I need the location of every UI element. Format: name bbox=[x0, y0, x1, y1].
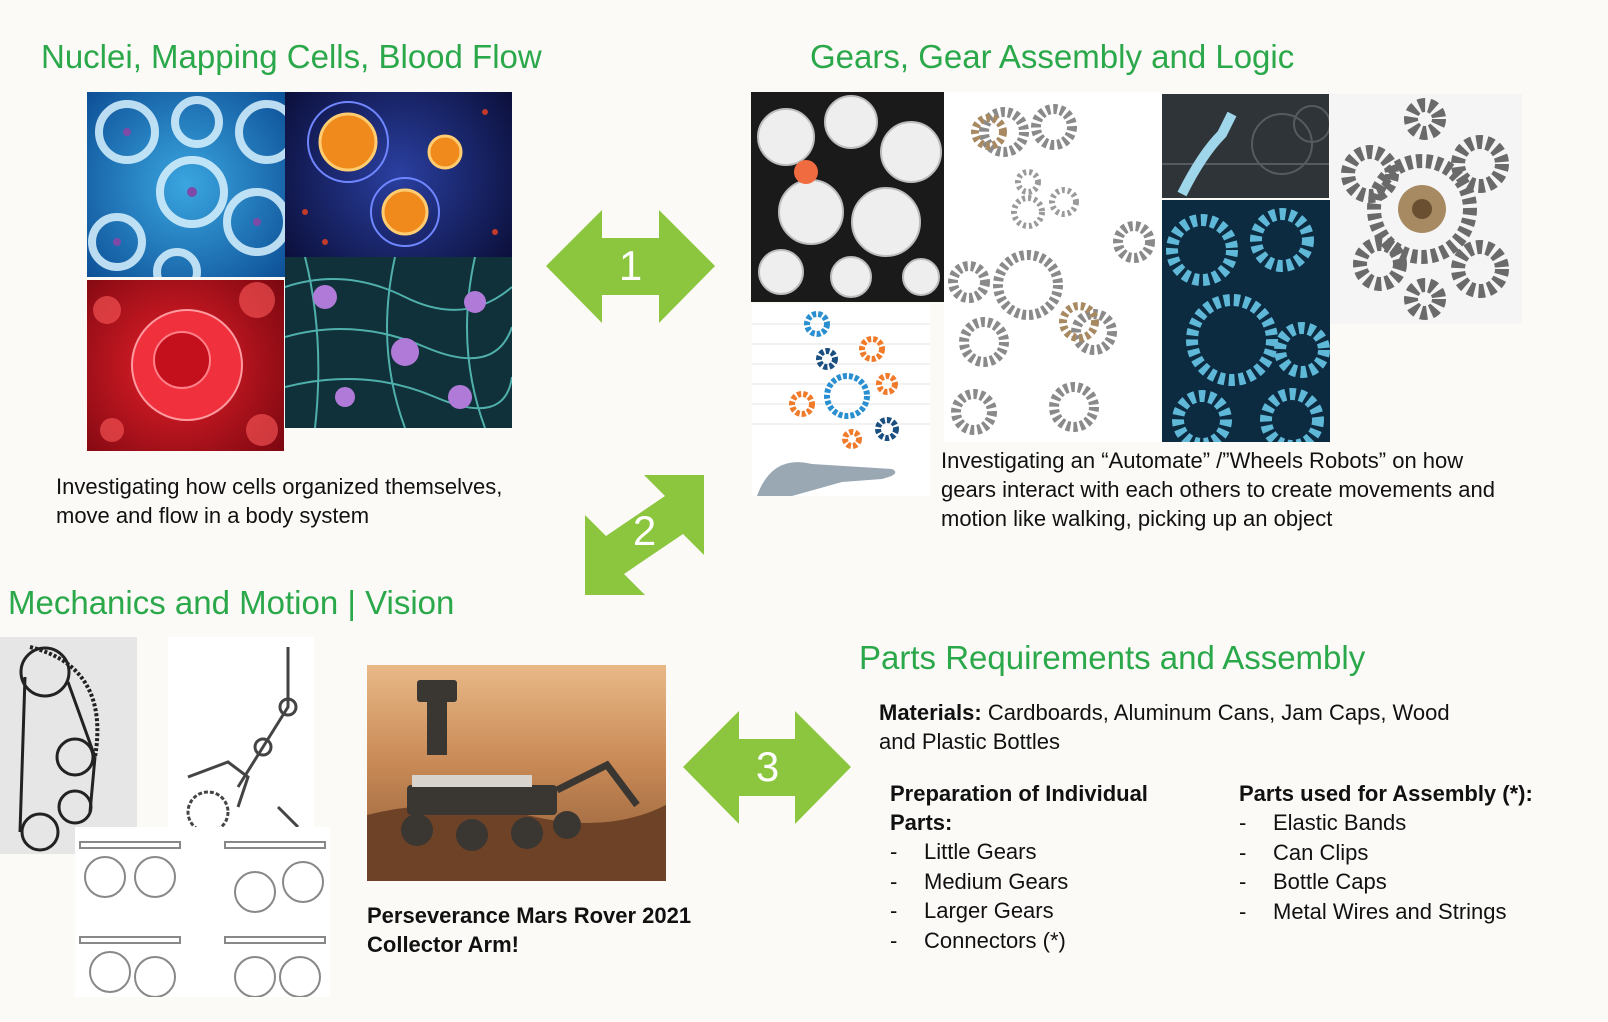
blue-gears-image bbox=[1162, 200, 1330, 442]
steampunk-gears-image bbox=[1330, 94, 1522, 324]
list-item-label: Little Gears bbox=[924, 839, 1037, 864]
mechanics-title: Mechanics and Motion | Vision bbox=[8, 584, 455, 621]
gears-description-line: Investigating an “Automate” /”Wheels Rob… bbox=[941, 448, 1464, 473]
red-cells-image bbox=[87, 280, 284, 451]
rover-caption-line: Collector Arm! bbox=[367, 932, 519, 957]
gears-title: Gears, Gear Assembly and Logic bbox=[810, 38, 1295, 75]
robot-hand-image bbox=[1162, 94, 1329, 198]
list-item: -Medium Gears bbox=[890, 868, 1069, 894]
assembly-heading: Parts used for Assembly (*): bbox=[1239, 781, 1533, 806]
arrow-number: 2 bbox=[632, 507, 657, 554]
double-arrow-1: 1 bbox=[546, 210, 715, 323]
arm-sketch-image bbox=[168, 637, 314, 837]
preparation-section: Preparation of Individual Parts: -Little… bbox=[890, 779, 1210, 955]
rover-caption-line: Perseverance Mars Rover 2021 bbox=[367, 903, 692, 928]
list-item-label: Larger Gears bbox=[924, 898, 1054, 923]
preparation-heading-line: Preparation of Individual bbox=[890, 781, 1148, 806]
assembly-section: Parts used for Assembly (*): -Elastic Ba… bbox=[1239, 779, 1599, 926]
list-item-label: Medium Gears bbox=[924, 868, 1069, 894]
list-item: -Elastic Bands bbox=[1239, 810, 1407, 835]
parts-title: Parts Requirements and Assembly bbox=[859, 639, 1366, 676]
materials-line-2: and Plastic Bottles bbox=[879, 729, 1060, 754]
list-item-label: Metal Wires and Strings bbox=[1273, 898, 1507, 924]
materials-line: Materials: Cardboards, Aluminum Cans, Ja… bbox=[879, 698, 1579, 727]
list-item: -Bottle Caps bbox=[1239, 869, 1387, 894]
gears-description-line: gears interact with each others to creat… bbox=[941, 477, 1495, 502]
rover-caption: Perseverance Mars Rover 2021 Collector A… bbox=[367, 901, 691, 959]
double-arrow-3: 3 bbox=[683, 711, 851, 824]
preparation-list: -Little Gears -Medium Gears -Larger Gear… bbox=[890, 837, 1210, 955]
materials-list: Cardboards, Aluminum Cans, Jam Caps, Woo… bbox=[981, 700, 1450, 725]
mars-rover-image bbox=[367, 665, 666, 881]
list-item: -Larger Gears bbox=[890, 898, 1054, 923]
list-item-label: Bottle Caps bbox=[1273, 869, 1387, 894]
nuclei-description-line: move and flow in a body system bbox=[56, 503, 370, 528]
gears-hand-image bbox=[752, 304, 930, 496]
gears-description-line: motion like walking, picking up an objec… bbox=[941, 506, 1333, 531]
teal-fibers-image bbox=[285, 257, 512, 428]
double-arrow-2: 2 bbox=[585, 475, 704, 595]
gear-robot-image bbox=[944, 92, 1162, 442]
assembly-list: -Elastic Bands -Can Clips -Bottle Caps -… bbox=[1239, 808, 1599, 926]
list-item: -Little Gears bbox=[890, 839, 1037, 864]
list-item: -Can Clips bbox=[1239, 839, 1369, 865]
nuclei-title: Nuclei, Mapping Cells, Blood Flow bbox=[41, 38, 542, 75]
arrow-number: 3 bbox=[755, 743, 780, 790]
blue-cells-image bbox=[87, 92, 285, 277]
list-item-label: Can Clips bbox=[1273, 839, 1369, 865]
list-item-label: Connectors (*) bbox=[924, 927, 1066, 953]
list-item: -Metal Wires and Strings bbox=[1239, 898, 1507, 924]
nuclei-description: Investigating how cells organized themse… bbox=[56, 472, 502, 530]
materials-text: Materials: Cardboards, Aluminum Cans, Ja… bbox=[879, 698, 1579, 756]
list-item: -Connectors (*) bbox=[890, 927, 1066, 953]
preparation-heading: Preparation of Individual Parts: bbox=[890, 779, 1210, 837]
orange-nuclei-image bbox=[285, 92, 512, 257]
preparation-heading-line: Parts: bbox=[890, 810, 953, 835]
arrow-number: 1 bbox=[618, 242, 643, 289]
plastic-gears-image bbox=[751, 92, 944, 302]
materials-label: Materials: bbox=[879, 700, 982, 725]
wheels-sketch-image bbox=[75, 827, 330, 997]
gears-description: Investigating an “Automate” /”Wheels Rob… bbox=[941, 446, 1495, 533]
nuclei-description-line: Investigating how cells organized themse… bbox=[56, 474, 503, 499]
list-item-label: Elastic Bands bbox=[1273, 810, 1407, 835]
belt-sketch-image bbox=[0, 637, 137, 854]
